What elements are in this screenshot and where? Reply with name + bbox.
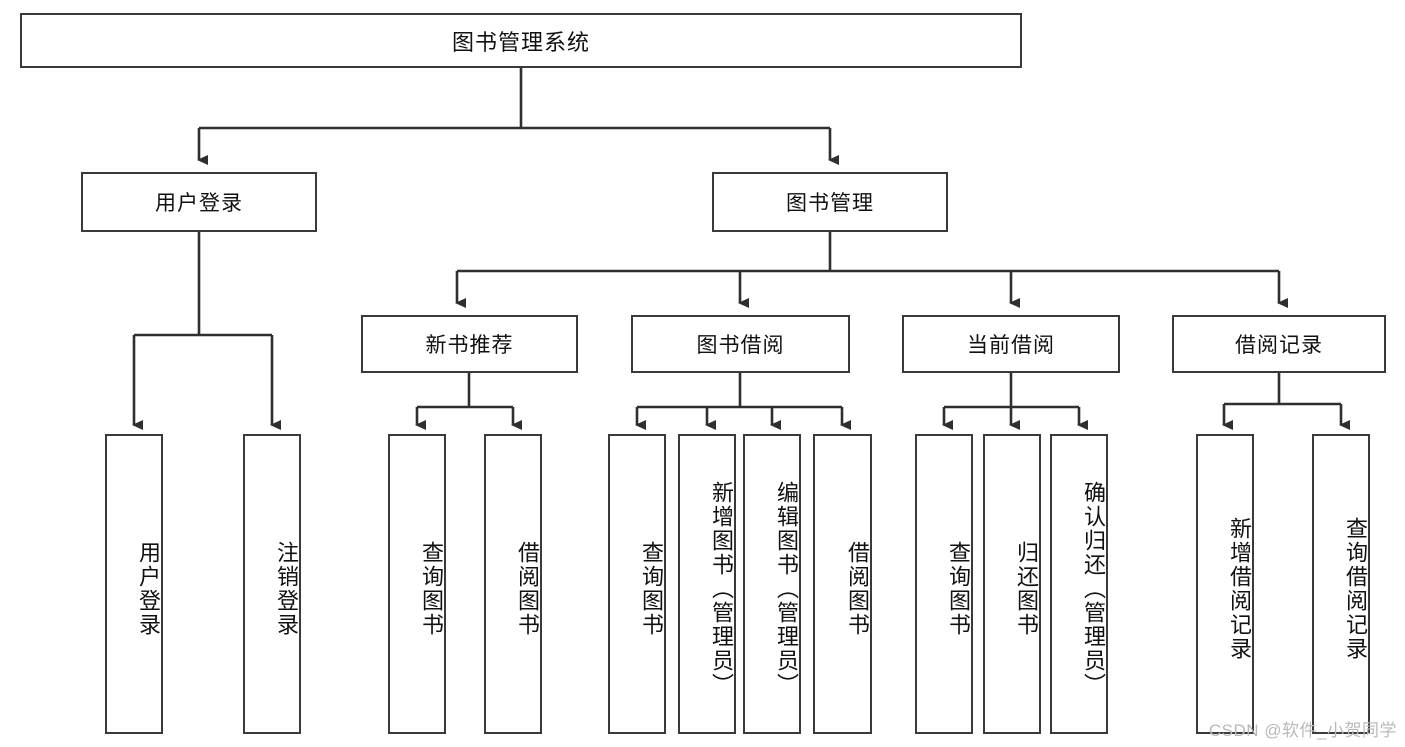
node-label: 借阅记录 bbox=[1235, 334, 1323, 357]
node-label: 查询图书 bbox=[419, 541, 444, 637]
leaf-confirm-return-admin[interactable]: 确认归还（管理员） bbox=[1050, 434, 1108, 734]
node-label: 归还图书 bbox=[1014, 541, 1039, 637]
node-label: 用户登录 bbox=[155, 192, 243, 215]
node-label: 借阅图书 bbox=[845, 541, 870, 637]
node-label: 图书管理 bbox=[786, 192, 874, 215]
node-label: 查询借阅记录 bbox=[1343, 517, 1368, 661]
node-label: 借阅图书 bbox=[515, 541, 540, 637]
leaf-query-book-current[interactable]: 查询图书 bbox=[915, 434, 973, 734]
leaf-borrow-book-newbook[interactable]: 借阅图书 bbox=[484, 434, 542, 734]
node-label: 图书借阅 bbox=[696, 334, 785, 357]
node-current-borrow[interactable]: 当前借阅 bbox=[902, 315, 1120, 373]
leaf-query-book-borrow[interactable]: 查询图书 bbox=[608, 434, 666, 734]
node-new-book-recommend[interactable]: 新书推荐 bbox=[361, 315, 578, 373]
watermark: CSDN @软件_小贺同学 bbox=[1208, 721, 1397, 740]
node-label: 新书推荐 bbox=[425, 334, 514, 357]
node-book-borrow[interactable]: 图书借阅 bbox=[631, 315, 850, 373]
node-label: 当前借阅 bbox=[967, 334, 1055, 357]
leaf-return-book[interactable]: 归还图书 bbox=[983, 434, 1041, 734]
node-root-book-management-system[interactable]: 图书管理系统 bbox=[20, 13, 1022, 68]
node-label: 编辑图书（管理员） bbox=[774, 481, 799, 697]
leaf-logout[interactable]: 注销登录 bbox=[243, 434, 301, 734]
leaf-add-borrow-record[interactable]: 新增借阅记录 bbox=[1196, 434, 1254, 734]
node-label: 确认归还（管理员） bbox=[1081, 481, 1106, 697]
node-label: 图书管理系统 bbox=[451, 29, 590, 55]
leaf-add-book-admin[interactable]: 新增图书（管理员） bbox=[678, 434, 736, 734]
node-book-management[interactable]: 图书管理 bbox=[712, 172, 948, 232]
node-label: 查询图书 bbox=[639, 541, 664, 637]
node-label: 新增图书（管理员） bbox=[709, 481, 734, 697]
leaf-user-login[interactable]: 用户登录 bbox=[105, 434, 163, 734]
leaf-edit-book-admin[interactable]: 编辑图书（管理员） bbox=[743, 434, 801, 734]
node-borrow-record[interactable]: 借阅记录 bbox=[1172, 315, 1386, 373]
node-label: 用户登录 bbox=[136, 541, 161, 637]
node-label: 新增借阅记录 bbox=[1227, 517, 1252, 661]
leaf-query-book-newbook[interactable]: 查询图书 bbox=[388, 434, 446, 734]
leaf-borrow-book[interactable]: 借阅图书 bbox=[813, 434, 872, 734]
node-label: 注销登录 bbox=[274, 541, 299, 637]
leaf-query-borrow-record[interactable]: 查询借阅记录 bbox=[1312, 434, 1370, 734]
node-user-login[interactable]: 用户登录 bbox=[81, 172, 317, 232]
node-label: 查询图书 bbox=[946, 541, 971, 637]
